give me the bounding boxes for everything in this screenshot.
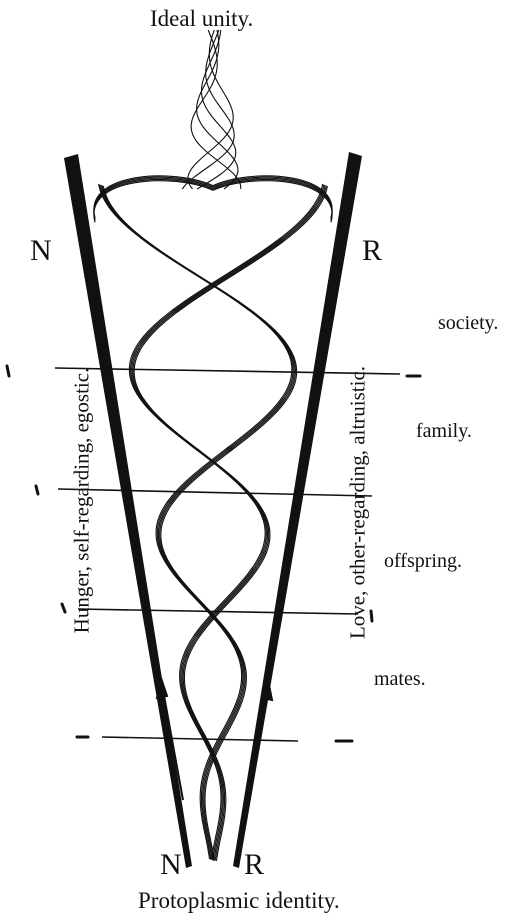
label-r-top: R (362, 234, 382, 268)
stage-label-family: family. (416, 420, 472, 443)
tick-mark (7, 366, 9, 376)
label-n-top: N (30, 234, 52, 268)
label-r-bottom: R (244, 848, 264, 882)
tick-mark (371, 611, 372, 621)
tick-mark (36, 486, 38, 494)
stage-label-offspring: offspring. (384, 550, 462, 573)
label-n-bottom: N (160, 848, 182, 882)
stage-line-mates (102, 737, 298, 741)
stage-label-mates: mates. (374, 668, 426, 691)
right-arrow-shaft (246, 692, 266, 800)
stage-line-offspring (78, 609, 358, 614)
tick-mark (62, 604, 65, 612)
left-side-label: Hunger, self-regarding, egostic. (70, 341, 95, 661)
title-ideal-unity: Ideal unity. (150, 6, 253, 32)
stage-line-family (58, 489, 372, 496)
top-loop-strand (94, 179, 332, 221)
right-side-label: Love, other-regarding, altruistic. (346, 343, 371, 663)
stage-label-society: society. (438, 312, 498, 335)
top-loop-strand (94, 181, 332, 223)
top-braid-strand (191, 30, 241, 189)
caption-protoplasmic-identity: Protoplasmic identity. (138, 888, 340, 914)
top-loop-strand (94, 178, 332, 220)
top-braid-strand (182, 30, 234, 189)
intertwined-strands (94, 30, 332, 861)
